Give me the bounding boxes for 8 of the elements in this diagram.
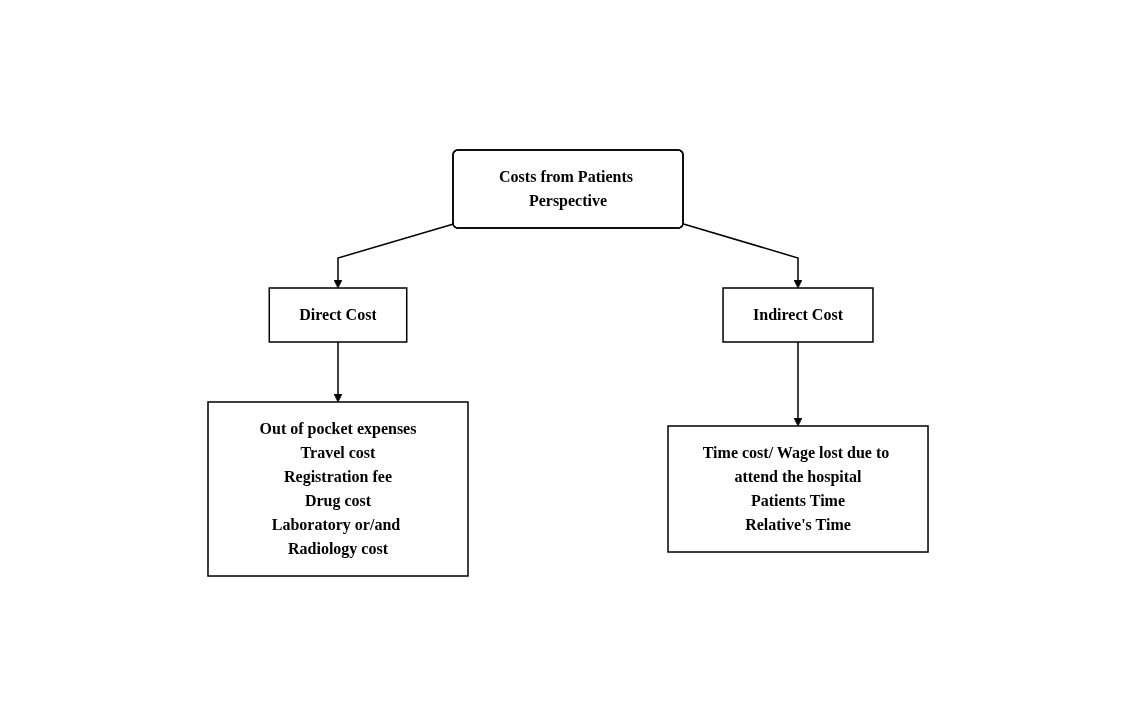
node-box: Indirect Cost <box>722 287 874 343</box>
arrow <box>793 341 803 427</box>
node-box: Time cost/ Wage lost due to attend the hospital Patients Time Relative's Time <box>667 425 929 553</box>
arrow <box>333 341 343 403</box>
arrow <box>333 223 455 289</box>
arrow <box>682 223 803 289</box>
node-box: Direct Cost <box>268 287 408 343</box>
node-box: Out of pocket expenses Travel cost Registration fee Drug cost Laboratory or/and Radiology cost <box>207 401 469 577</box>
